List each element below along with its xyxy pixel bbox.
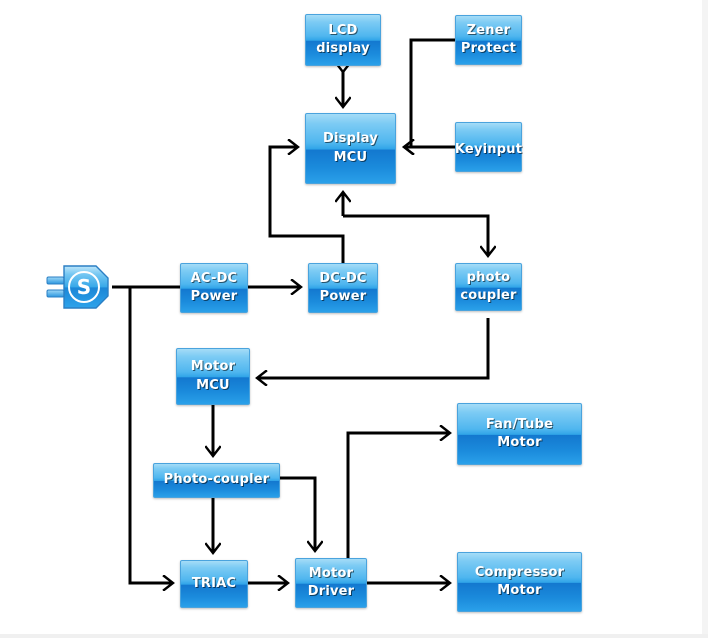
block-compressor-motor[interactable]: Compressor Motor: [457, 552, 582, 612]
block-dcdc-power-line1: DC-DC: [319, 270, 367, 286]
plug-prong-upper: [46, 276, 65, 285]
block-display-mcu[interactable]: Display MCU: [305, 113, 396, 184]
block-zener-protect-line1: Zener: [466, 22, 511, 38]
page-edge-bottom: [0, 634, 708, 638]
wire-power-source-to-triac: [128, 287, 173, 583]
block-motor-driver-line2: Driver: [307, 584, 355, 599]
plug-prong-lower: [46, 289, 65, 298]
block-motor-mcu-line2: MCU: [196, 377, 230, 393]
block-lcd-display[interactable]: LCD display: [305, 14, 381, 66]
wire-photo-coupler-top-to-motor-mcu: [257, 318, 490, 378]
block-compressor-motor-line2: Motor: [497, 583, 542, 598]
block-photo-coupler-top[interactable]: photo coupler: [455, 263, 522, 311]
wire-photo-coupler-bottom-to-motor-driver: [280, 476, 315, 551]
block-fan-tube-motor-line1: Fan/Tube: [485, 416, 554, 432]
plug-letter: S: [77, 275, 91, 299]
block-motor-driver-line1: Motor: [308, 565, 354, 581]
block-lcd-display-line2: display: [316, 41, 370, 56]
block-zener-protect-line2: Protect: [460, 41, 517, 56]
block-motor-driver[interactable]: Motor Driver: [295, 558, 367, 608]
block-photo-coupler-top-line2: coupler: [460, 288, 517, 303]
block-acdc-power-line1: AC-DC: [190, 270, 238, 286]
block-photo-coupler-bottom[interactable]: Photo-coupler: [153, 463, 280, 498]
block-fan-tube-motor-line2: Motor: [497, 435, 542, 450]
block-photo-coupler-bottom-line1: Photo-coupler: [163, 472, 270, 488]
block-display-mcu-line1: Display: [323, 131, 378, 147]
block-compressor-motor-line1: Compressor: [474, 564, 565, 580]
block-motor-mcu[interactable]: Motor MCU: [176, 348, 250, 405]
block-fan-tube-motor[interactable]: Fan/Tube Motor: [457, 403, 582, 465]
block-triac-line1: TRIAC: [191, 575, 237, 591]
page-edge-right: [702, 0, 708, 638]
plug-body: [63, 265, 109, 309]
block-dcdc-power-line2: Power: [319, 289, 367, 304]
block-display-mcu-line2: MCU: [333, 149, 368, 165]
block-lcd-display-line1: LCD: [328, 22, 358, 38]
power-plug-icon[interactable]: S: [46, 258, 116, 316]
block-motor-mcu-line1: Motor: [190, 359, 236, 375]
block-triac[interactable]: TRIAC: [180, 560, 248, 608]
wire-zener-protect-to-display-mcu: [404, 38, 455, 147]
wire-motor-driver-to-fan-tube-motor: [346, 433, 450, 558]
block-acdc-power-line2: Power: [190, 289, 238, 304]
block-dcdc-power[interactable]: DC-DC Power: [308, 263, 378, 313]
block-keyinput-line1: Keyinput: [454, 141, 523, 157]
block-acdc-power[interactable]: AC-DC Power: [180, 263, 248, 313]
block-zener-protect[interactable]: Zener Protect: [455, 15, 522, 65]
block-photo-coupler-top-line1: photo: [466, 269, 511, 285]
block-keyinput[interactable]: Keyinput: [455, 122, 522, 172]
wire-display-mcu-to-photo-coupler-top: [343, 214, 488, 256]
plug-ring: [68, 271, 100, 303]
